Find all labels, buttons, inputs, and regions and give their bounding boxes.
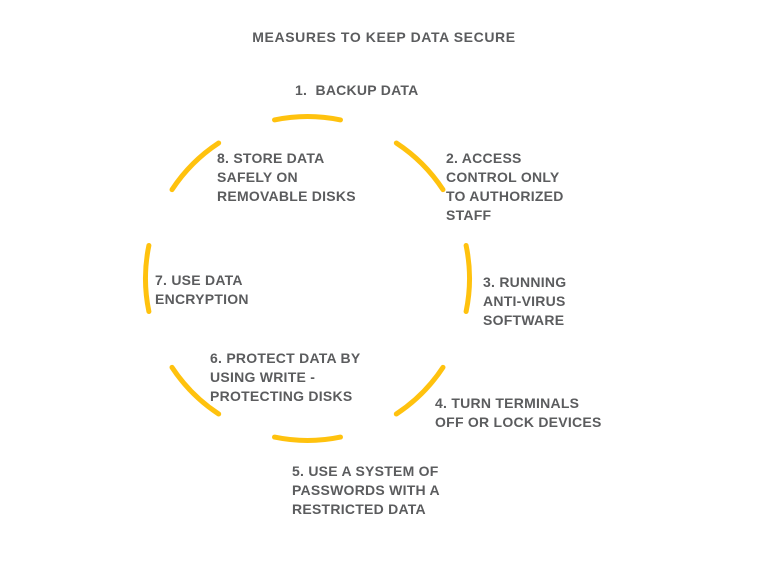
cycle-item-5-passwords: 5. USE A SYSTEM OF PASSWORDS WITH A REST… xyxy=(292,463,440,517)
cycle-arc-segment xyxy=(169,140,222,193)
cycle-arc-segment xyxy=(143,243,152,314)
cycle-item-8-removable-disks: 8. STORE DATA SAFELY ON REMOVABLE DISKS xyxy=(217,150,356,204)
cycle-item-1-backup-data: 1. BACKUP DATA xyxy=(295,82,419,98)
cycle-arc-segment xyxy=(463,243,472,314)
cycle-item-2-access-control: 2. ACCESS CONTROL ONLY TO AUTHORIZED STA… xyxy=(446,150,564,223)
cycle-item-3-antivirus: 3. RUNNING ANTI-VIRUS SOFTWARE xyxy=(483,274,567,328)
cycle-item-7-encryption: 7. USE DATA ENCRYPTION xyxy=(155,272,249,307)
cycle-arc-segment xyxy=(393,140,446,193)
cycle-arc-segment xyxy=(272,114,343,123)
cycle-item-6-write-protect: 6. PROTECT DATA BY USING WRITE - PROTECT… xyxy=(210,350,361,404)
cycle-item-4-lock-devices: 4. TURN TERMINALS OFF OR LOCK DEVICES xyxy=(435,395,602,430)
cycle-arc-segment xyxy=(272,434,343,443)
diagram-title: MEASURES TO KEEP DATA SECURE xyxy=(252,29,516,45)
